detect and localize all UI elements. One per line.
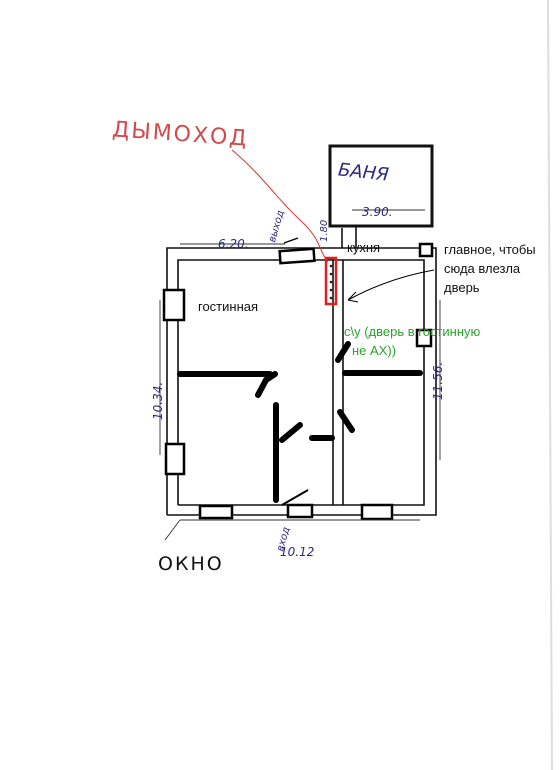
note-main: главное, чтобы <box>444 242 536 257</box>
dim-top-right: 3.90. <box>362 205 393 219</box>
living-room-label: гостинная <box>198 299 259 314</box>
entrance-door-swing <box>281 489 309 506</box>
note-line-3: дверь <box>444 280 480 295</box>
note-arrow <box>347 269 435 301</box>
note-line-2: сюда влезла <box>444 261 521 276</box>
paper-edge <box>547 0 553 770</box>
dim-left-side: 10.34. <box>151 381 165 420</box>
dim-top-left: 6.20. <box>218 237 249 251</box>
green-note-line-2: не АХ)) <box>352 343 397 358</box>
dim-right-side: 11.56. <box>431 361 445 400</box>
dim-bottom: 10.12 <box>280 545 315 559</box>
exit-arrow <box>283 237 299 244</box>
chimney-marker <box>324 256 338 306</box>
dim-kitchen-width: 1.80 <box>319 219 330 242</box>
dimension-lines <box>159 209 441 541</box>
bathhouse-label: БАНЯ <box>337 159 390 186</box>
green-note-line-1: с\у (дверь в гостинную <box>344 324 481 339</box>
chimney-dots <box>329 264 333 300</box>
window-label: ОКНО <box>158 553 224 575</box>
window-symbols <box>162 242 434 521</box>
kitchen-label: кухня <box>347 240 381 255</box>
chimney-pointer-line <box>231 149 329 263</box>
whiteout-patches <box>240 350 420 412</box>
outer-walls <box>166 225 437 516</box>
thick-walls <box>177 341 423 503</box>
